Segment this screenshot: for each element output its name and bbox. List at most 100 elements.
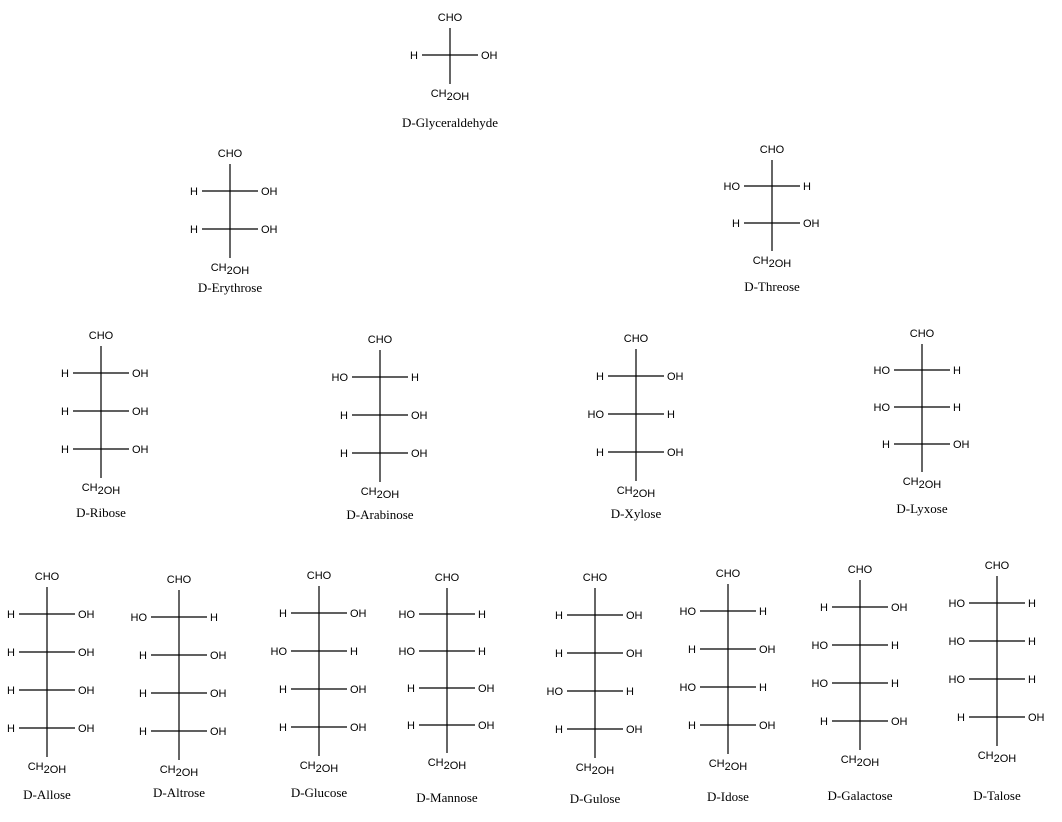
right-substituent-label: OH [78, 685, 95, 697]
left-substituent-label: H [340, 448, 348, 460]
left-substituent-label: H [7, 723, 15, 735]
top-group-label: CHO [167, 574, 192, 586]
right-substituent-label: OH [759, 720, 776, 732]
top-group-label: CHO [438, 12, 463, 24]
left-substituent-label: HO [271, 646, 288, 658]
left-substituent-label: HO [399, 646, 416, 658]
left-substituent-label: H [596, 447, 604, 459]
sugar-name-label: D-Allose [23, 787, 71, 802]
right-substituent-label: OH [78, 647, 95, 659]
left-substituent-label: H [61, 444, 69, 456]
bottom-group-label: CH2OH [576, 762, 615, 777]
top-group-label: CHO [985, 560, 1010, 572]
left-substituent-label: H [279, 608, 287, 620]
left-substituent-label: H [688, 644, 696, 656]
right-substituent-label: OH [1028, 712, 1045, 724]
sugar-name-label: D-Glyceraldehyde [402, 115, 498, 130]
left-substituent-label: H [139, 688, 147, 700]
right-substituent-label: OH [261, 224, 278, 236]
right-substituent-label: OH [261, 186, 278, 198]
right-substituent-label: OH [626, 648, 643, 660]
left-substituent-label: H [555, 724, 563, 736]
left-substituent-label: H [61, 368, 69, 380]
right-substituent-label: OH [350, 722, 367, 734]
bottom-group-label: CH2OH [709, 758, 748, 773]
left-substituent-label: H [407, 720, 415, 732]
sugar-name-label: D-Talose [973, 788, 1021, 803]
right-substituent-label: OH [481, 50, 498, 62]
left-substituent-label: HO [399, 609, 416, 621]
left-substituent-label: H [190, 186, 198, 198]
right-substituent-label: H [1028, 636, 1036, 648]
left-substituent-label: H [340, 410, 348, 422]
top-group-label: CHO [583, 572, 608, 584]
bottom-group-label: CH2OH [82, 482, 121, 497]
right-substituent-label: OH [626, 610, 643, 622]
right-substituent-label: H [891, 640, 899, 652]
top-group-label: CHO [307, 570, 332, 582]
sugar-name-label: D-Threose [744, 279, 800, 294]
right-substituent-label: H [667, 409, 675, 421]
bottom-group-label: CH2OH [431, 88, 470, 103]
bottom-group-label: CH2OH [428, 757, 467, 772]
right-substituent-label: OH [478, 720, 495, 732]
top-group-label: CHO [435, 572, 460, 584]
sugar-name-label: D-Mannose [416, 790, 478, 805]
right-substituent-label: H [350, 646, 358, 658]
sugar-name-label: D-Arabinose [346, 507, 413, 522]
right-substituent-label: H [626, 686, 634, 698]
right-substituent-label: OH [78, 723, 95, 735]
top-group-label: CHO [35, 571, 60, 583]
right-substituent-label: H [759, 606, 767, 618]
left-substituent-label: H [957, 712, 965, 724]
left-substituent-label: HO [588, 409, 605, 421]
right-substituent-label: OH [132, 444, 149, 456]
left-substituent-label: H [407, 683, 415, 695]
sugar-name-label: D-Ribose [76, 505, 126, 520]
top-group-label: CHO [760, 144, 785, 156]
bottom-group-label: CH2OH [903, 476, 942, 491]
right-substituent-label: H [478, 646, 486, 658]
right-substituent-label: OH [411, 448, 428, 460]
right-substituent-label: OH [891, 716, 908, 728]
sugar-name-label: D-Idose [707, 789, 749, 804]
left-substituent-label: H [688, 720, 696, 732]
left-substituent-label: H [61, 406, 69, 418]
left-substituent-label: HO [949, 674, 966, 686]
right-substituent-label: OH [953, 439, 970, 451]
right-substituent-label: H [1028, 674, 1036, 686]
right-substituent-label: OH [626, 724, 643, 736]
bottom-group-label: CH2OH [841, 754, 880, 769]
left-substituent-label: HO [547, 686, 564, 698]
left-substituent-label: HO [949, 636, 966, 648]
left-substituent-label: HO [680, 682, 697, 694]
left-substituent-label: HO [812, 640, 829, 652]
sugar-name-label: D-Galactose [828, 788, 893, 803]
left-substituent-label: H [820, 602, 828, 614]
right-substituent-label: OH [803, 218, 820, 230]
bottom-group-label: CH2OH [28, 761, 67, 776]
left-substituent-label: H [555, 610, 563, 622]
right-substituent-label: H [891, 678, 899, 690]
right-substituent-label: H [1028, 598, 1036, 610]
left-substituent-label: HO [680, 606, 697, 618]
sugar-name-label: D-Glucose [291, 785, 348, 800]
left-substituent-label: H [555, 648, 563, 660]
top-group-label: CHO [848, 564, 873, 576]
top-group-label: CHO [716, 568, 741, 580]
left-substituent-label: H [596, 371, 604, 383]
right-substituent-label: H [803, 181, 811, 193]
